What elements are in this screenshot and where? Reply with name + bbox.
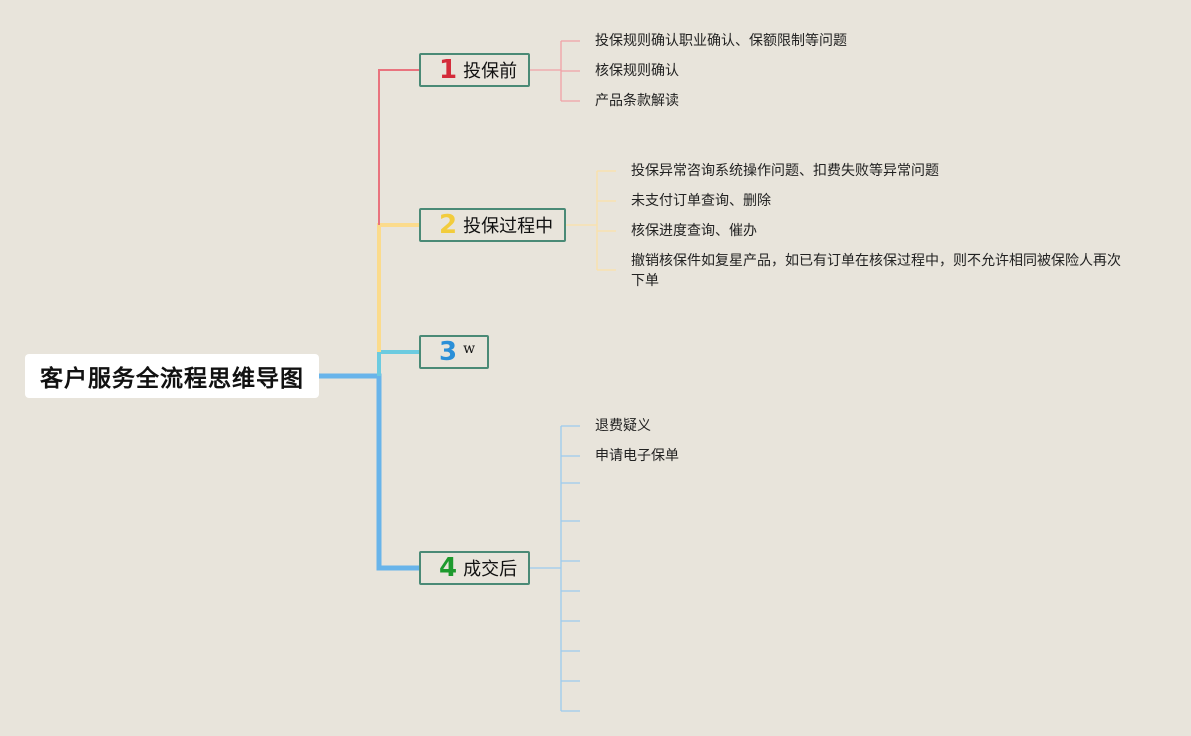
branch-label: 投保前	[463, 61, 518, 82]
leaf-node[interactable]: 未支付订单查询、删除	[631, 193, 771, 209]
leaf-node[interactable]: 退费疑义	[595, 418, 651, 434]
connector-branch2-leaves	[566, 170, 616, 271]
branch-label: 投保过程中	[463, 216, 554, 237]
number-3-icon: 3	[439, 337, 458, 367]
branch-label: w	[463, 341, 476, 357]
branch-node-2[interactable]: 2 投保过程中	[419, 208, 566, 242]
number-2-icon: 2	[439, 210, 458, 240]
leaf-node[interactable]: 投保规则确认职业确认、保额限制等问题	[595, 33, 847, 49]
leaf-node[interactable]: 申请电子保单	[595, 448, 679, 464]
branch-node-3[interactable]: 3 w	[419, 335, 489, 369]
connector-root-branch4	[319, 373, 419, 571]
root-title: 客户服务全流程思维导图	[40, 366, 304, 392]
leaf-node[interactable]: 核保进度查询、催办	[631, 223, 757, 239]
leaf-node[interactable]: 核保规则确认	[595, 63, 679, 79]
connector-branch4-leaves	[530, 425, 580, 712]
connector-root-branch2	[377, 223, 419, 352]
connector-root-branch1	[378, 69, 419, 225]
branch-label: 成交后	[463, 559, 518, 580]
connector-branch1-leaves	[530, 40, 580, 102]
connector-root-branch3	[377, 350, 419, 376]
branch-node-4[interactable]: 4 成交后	[419, 551, 530, 585]
leaf-node[interactable]: 产品条款解读	[595, 93, 679, 109]
number-1-icon: 1	[439, 55, 458, 85]
branch-node-1[interactable]: 1 投保前	[419, 53, 530, 87]
leaf-node[interactable]: 投保异常咨询系统操作问题、扣费失败等异常问题	[631, 163, 939, 179]
root-node[interactable]: 客户服务全流程思维导图	[25, 354, 319, 398]
number-4-icon: 4	[439, 553, 458, 583]
leaf-node[interactable]: 撤销核保件如复星产品，如已有订单在核保过程中，则不允许相同被保险人再次下单	[631, 253, 1121, 289]
